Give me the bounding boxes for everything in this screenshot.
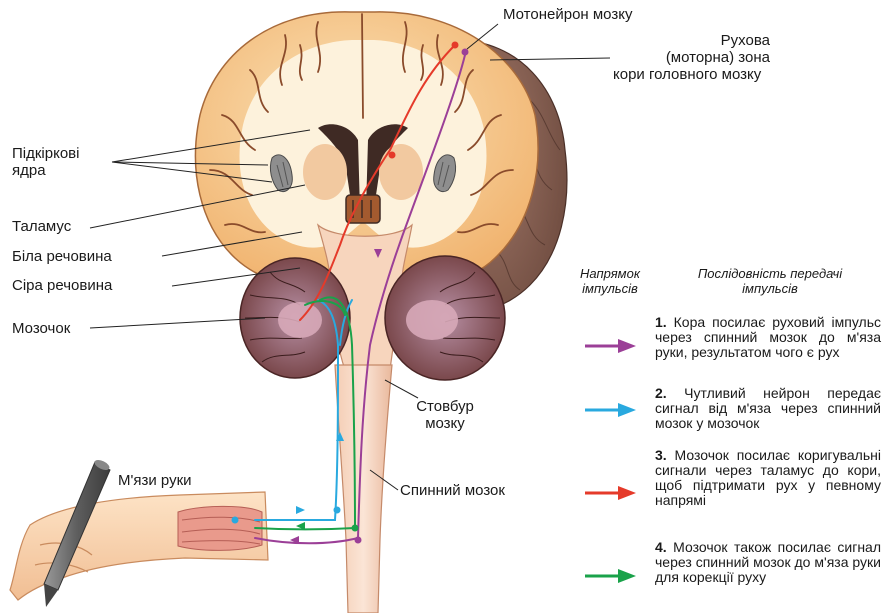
step-1-number: 1. xyxy=(655,314,667,330)
label-white-matter: Біла речовина xyxy=(12,248,112,265)
left-subcortical-nucleus xyxy=(269,154,293,193)
label-subcortical: Підкіркові ядра xyxy=(12,145,79,179)
ventricles xyxy=(318,124,408,222)
step-4: 4. Мозочок також посилає сигнал через сп… xyxy=(655,540,881,585)
label-brainstem: Стовбур мозку xyxy=(410,398,480,432)
legend-arrows xyxy=(585,339,636,583)
label-brainstem-line2: мозку xyxy=(425,415,465,432)
step-3-number: 3. xyxy=(655,447,667,463)
label-thalamus: Таламус xyxy=(12,218,72,235)
spinal-cord xyxy=(334,364,393,613)
step-1-text: Кора посилає руховий імпульс через спинн… xyxy=(655,314,882,360)
label-gray-matter: Сіра речовина xyxy=(12,277,113,294)
step-3-text: Мозочок посилає коригувальні сигнали чер… xyxy=(655,447,881,508)
header-direction: Напрямок імпульсів xyxy=(560,266,660,296)
label-subcortical-line1: Підкіркові xyxy=(12,145,80,162)
arm-muscle xyxy=(177,505,263,551)
right-subcortical-nucleus xyxy=(433,154,457,193)
thalamus-region xyxy=(303,144,347,200)
step-4-text: Мозочок також посилає сигнал через спинн… xyxy=(655,539,882,585)
header-direction-line2: імпульсів xyxy=(582,281,638,296)
step-3: 3. Мозочок посилає коригувальні сигнали … xyxy=(655,448,881,508)
header-sequence-line1: Послідовність передачі xyxy=(697,266,843,281)
header-sequence: Послідовність передачі імпульсів xyxy=(665,266,875,296)
label-arm-muscles: М'язи руки xyxy=(118,472,192,489)
cerebellum-right xyxy=(384,255,506,381)
step-1: 1. Кора посилає руховий імпульс через сп… xyxy=(655,315,881,360)
pen xyxy=(43,460,111,607)
label-motor-zone-line2: (моторна) зона xyxy=(665,49,770,66)
header-direction-line1: Напрямок xyxy=(580,266,640,281)
white-matter-region xyxy=(239,40,487,248)
step-4-number: 4. xyxy=(655,539,667,555)
label-cerebellum: Мозочок xyxy=(12,320,71,337)
step-2: 2. Чутливий нейрон передає сигнал від м'… xyxy=(655,386,881,431)
step-2-text: Чутливий нейрон передає сигнал від м'яза… xyxy=(655,385,882,431)
label-spinal-cord: Спинний мозок xyxy=(400,482,505,499)
header-sequence-line2: імпульсів xyxy=(742,281,798,296)
label-brainstem-line1: Стовбур xyxy=(416,398,474,415)
label-motor-zone-line1: Рухова xyxy=(720,32,770,49)
label-motoneuron: Мотонейрон мозку xyxy=(503,6,633,23)
label-motor-zone: Рухова (моторна) зона xyxy=(610,32,770,66)
step-2-number: 2. xyxy=(655,385,667,401)
label-motor-zone-line3: кори головного мозку xyxy=(613,66,762,83)
label-subcortical-line2: ядра xyxy=(12,162,46,179)
